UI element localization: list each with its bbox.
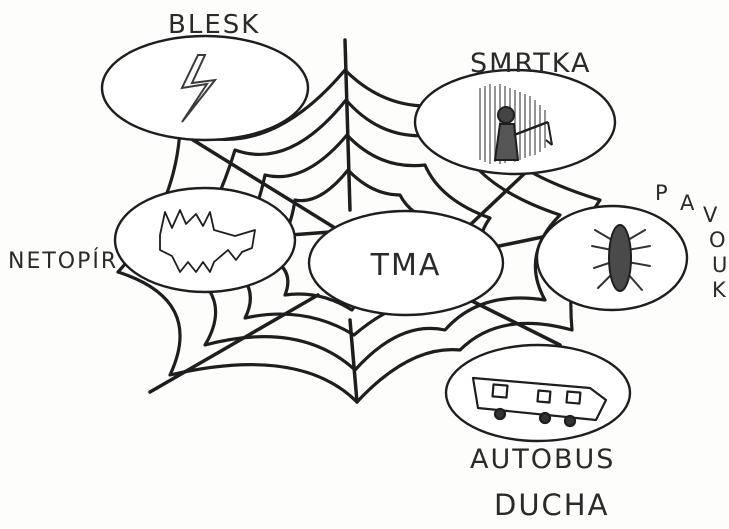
center-label: TMA [370, 248, 442, 283]
node-label-line2: DUCHA [494, 488, 609, 522]
node-label: BLESK [168, 10, 260, 40]
center-node: TMA [309, 211, 503, 315]
node-blesk: BLESK [102, 10, 308, 140]
node-netopir: NETOPÍR [8, 188, 295, 292]
node-label: SMRTKA [470, 48, 591, 79]
node-label: NETOPÍR [8, 248, 118, 274]
node-pavouk: P A V O U K [537, 181, 729, 310]
node-label: AUTOBUS [470, 444, 615, 475]
node-smrtka: SMRTKA [415, 48, 615, 174]
web-strand-top [345, 40, 350, 210]
web-strand-lower-left [150, 295, 318, 392]
node-ellipse [115, 188, 295, 292]
node-autobus-ducha: AUTOBUS DUCHA [446, 345, 630, 522]
